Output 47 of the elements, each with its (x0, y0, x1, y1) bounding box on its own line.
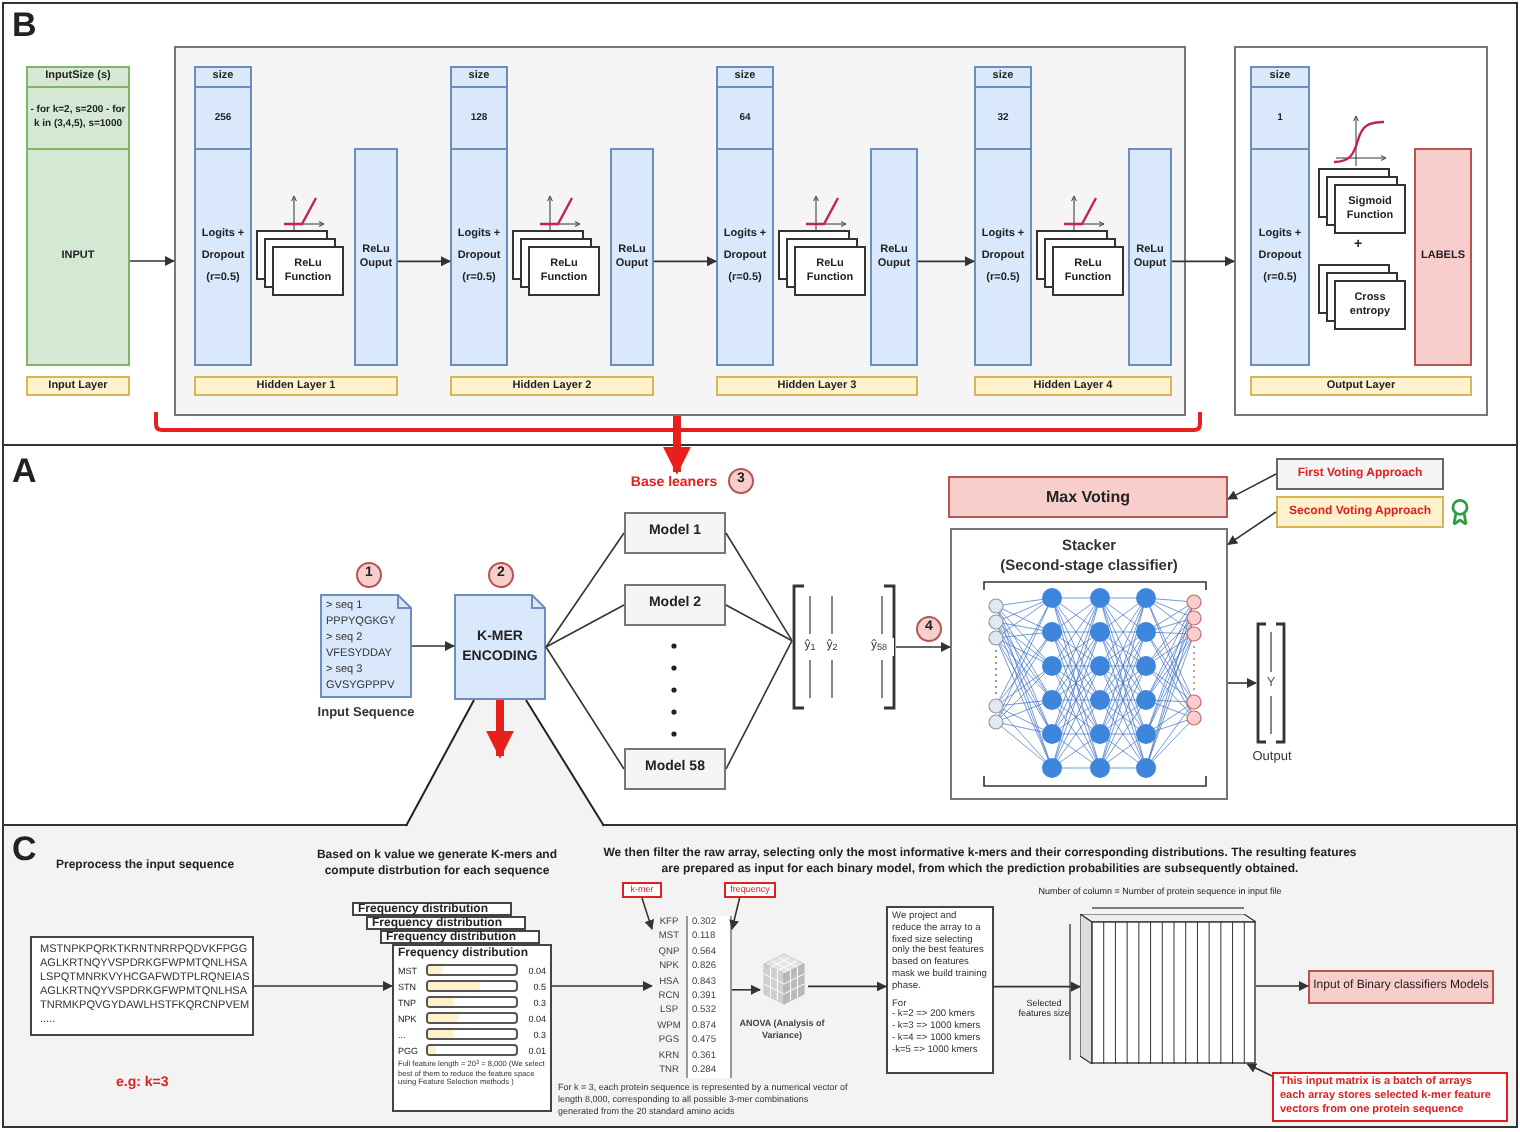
arrow (551, 981, 653, 991)
layer-column (716, 66, 774, 366)
layer-column (450, 66, 508, 366)
document-shape (320, 594, 412, 698)
arrow (411, 641, 455, 651)
arrow (917, 256, 975, 267)
distribution-card (392, 944, 552, 1112)
arrow (253, 981, 393, 991)
sequence-box (30, 936, 254, 1036)
arrow (1227, 511, 1277, 546)
matrix-drawing (1080, 914, 1256, 1064)
arrow (641, 897, 654, 931)
layer-column (1250, 66, 1310, 366)
panel-letter: B (12, 8, 39, 44)
connector-line (545, 646, 625, 770)
arrow (807, 981, 887, 992)
connector-line (725, 639, 793, 770)
voting-box: Max Voting (948, 476, 1228, 518)
connector-line (725, 604, 793, 642)
layer-column (26, 66, 130, 366)
layer-group-frame (174, 46, 1186, 416)
arrow (486, 700, 514, 759)
panel-letter: A (12, 454, 39, 490)
arrow (653, 256, 717, 267)
frequency-table (652, 916, 732, 1080)
arrow (993, 981, 1081, 992)
arrow (1255, 981, 1309, 991)
layer-group-frame (1234, 46, 1488, 416)
arrow (895, 642, 951, 652)
arrow (662, 416, 691, 475)
description-box (886, 906, 994, 1074)
layer-column (194, 66, 252, 366)
output-vector (1256, 622, 1286, 744)
arrow (731, 984, 761, 995)
arrow (129, 256, 175, 266)
arrow (1227, 678, 1257, 689)
connector-line (545, 532, 625, 648)
arrow (1171, 256, 1235, 267)
panel-letter: C (12, 832, 39, 868)
arrow (729, 897, 741, 931)
connector-line (725, 532, 793, 642)
arrow (1227, 473, 1277, 500)
arrow (397, 256, 451, 267)
connector-line (545, 604, 625, 648)
arrow (1246, 1063, 1273, 1077)
layer-column (974, 66, 1032, 366)
prediction-vector (792, 584, 896, 710)
